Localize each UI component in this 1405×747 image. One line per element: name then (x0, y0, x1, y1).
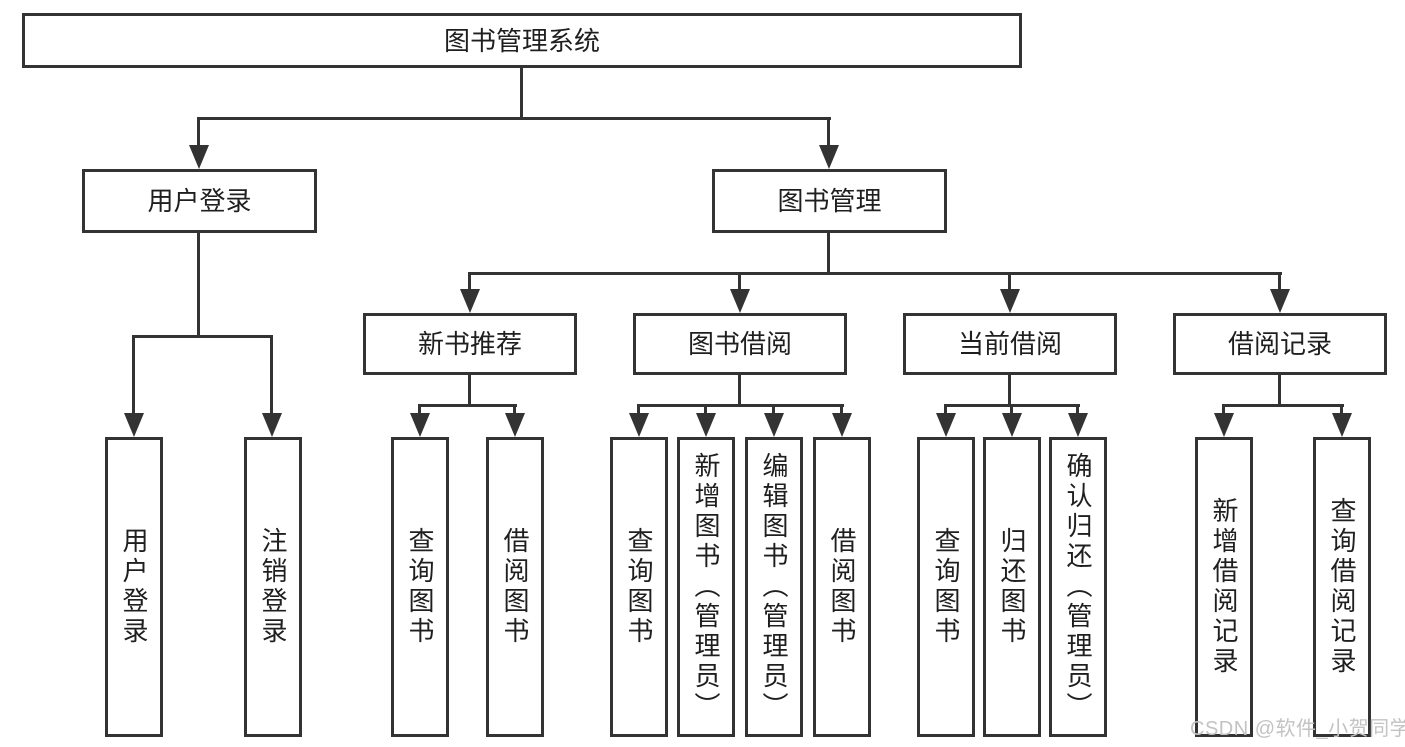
node-label: 编辑图书（管理员） (759, 452, 789, 722)
node-new-book-recommendation: 新书推荐 (363, 313, 577, 375)
node-label: 确认归还（管理员） (1063, 452, 1093, 722)
node-label: 当前借阅 (957, 329, 1062, 359)
node-label: 新增图书（管理员） (691, 452, 721, 722)
node-borrowing-records: 借阅记录 (1173, 313, 1387, 375)
arrowhead (730, 289, 750, 313)
node-label: 图书借阅 (687, 329, 792, 359)
arrowhead (189, 145, 209, 169)
arrowhead (1214, 413, 1234, 437)
node-add-books-admin: 新增图书（管理员） (677, 437, 735, 737)
connector (197, 117, 831, 120)
node-query-books-current: 查询图书 (917, 437, 975, 737)
arrowhead (124, 413, 144, 437)
connector (1278, 273, 1281, 296)
arrowhead (629, 413, 649, 437)
node-query-borrow-record: 查询借阅记录 (1313, 437, 1371, 737)
node-add-borrow-record: 新增借阅记录 (1195, 437, 1253, 737)
connector (418, 405, 421, 420)
node-book-management: 图书管理 (712, 169, 947, 233)
connector (944, 405, 947, 420)
node-label: 归还图书 (997, 527, 1027, 647)
node-label: 注销登录 (258, 527, 288, 647)
connector (772, 405, 775, 420)
node-label: 用户登录 (119, 527, 149, 647)
node-label: 查询图书 (624, 527, 654, 647)
node-user-login: 用户登录 (82, 169, 317, 233)
node-return-books: 归还图书 (983, 437, 1041, 737)
arrowhead (819, 145, 839, 169)
arrowhead (460, 289, 480, 313)
connector (738, 273, 741, 296)
connector (197, 118, 200, 150)
connector (468, 375, 471, 405)
node-label: 用户登录 (147, 186, 252, 216)
node-borrow-books-recommend: 借阅图书 (486, 437, 544, 737)
connector (468, 272, 1282, 275)
arrowhead (410, 413, 430, 437)
node-label: 查询图书 (931, 527, 961, 647)
connector (132, 335, 273, 338)
connector (827, 118, 830, 150)
connector (132, 336, 135, 420)
node-book-borrowing: 图书借阅 (633, 313, 847, 375)
arrowhead (696, 413, 716, 437)
node-query-books-borrow: 查询图书 (610, 437, 668, 737)
connector (1008, 375, 1011, 405)
connector (1222, 405, 1225, 420)
arrowhead (1002, 413, 1022, 437)
connector (197, 233, 200, 336)
arrowhead (764, 413, 784, 437)
node-confirm-return-admin: 确认归还（管理员） (1049, 437, 1107, 737)
connector (704, 405, 707, 420)
node-borrow-books-borrow: 借阅图书 (813, 437, 871, 737)
node-label: 借阅记录 (1227, 329, 1332, 359)
arrowhead (1068, 413, 1088, 437)
connector (1222, 404, 1344, 407)
node-library-management-system: 图书管理系统 (22, 13, 1022, 68)
connector (1010, 405, 1013, 420)
node-label: 图书管理 (777, 186, 882, 216)
connector (1278, 375, 1281, 405)
node-label: 查询借阅记录 (1327, 497, 1357, 677)
connector (468, 273, 471, 296)
node-edit-books-admin: 编辑图书（管理员） (745, 437, 803, 737)
connector (827, 233, 830, 273)
arrowhead (936, 413, 956, 437)
arrowhead (1332, 413, 1352, 437)
node-query-books-recommend: 查询图书 (391, 437, 449, 737)
arrowhead (1270, 289, 1290, 313)
connector (637, 404, 844, 407)
node-user-login-leaf: 用户登录 (105, 437, 163, 737)
node-label: 查询图书 (405, 527, 435, 647)
connector (418, 404, 517, 407)
connector (270, 336, 273, 420)
node-label: 新增借阅记录 (1209, 497, 1239, 677)
connector (1076, 405, 1079, 420)
connector (738, 375, 741, 405)
connector (637, 405, 640, 420)
watermark: CSDN @软件_小贺同学 (1190, 718, 1405, 740)
arrowhead (1000, 289, 1020, 313)
node-logout: 注销登录 (244, 437, 302, 737)
connector (1008, 273, 1011, 296)
node-current-borrowing: 当前借阅 (903, 313, 1117, 375)
arrowhead (505, 413, 525, 437)
node-label: 借阅图书 (500, 527, 530, 647)
arrowhead (832, 413, 852, 437)
connector (1340, 405, 1343, 420)
connector (513, 405, 516, 420)
node-label: 图书管理系统 (443, 25, 600, 56)
node-label: 借阅图书 (827, 527, 857, 647)
node-label: 新书推荐 (417, 329, 522, 359)
arrowhead (262, 413, 282, 437)
connector (520, 68, 523, 118)
connector (840, 405, 843, 420)
